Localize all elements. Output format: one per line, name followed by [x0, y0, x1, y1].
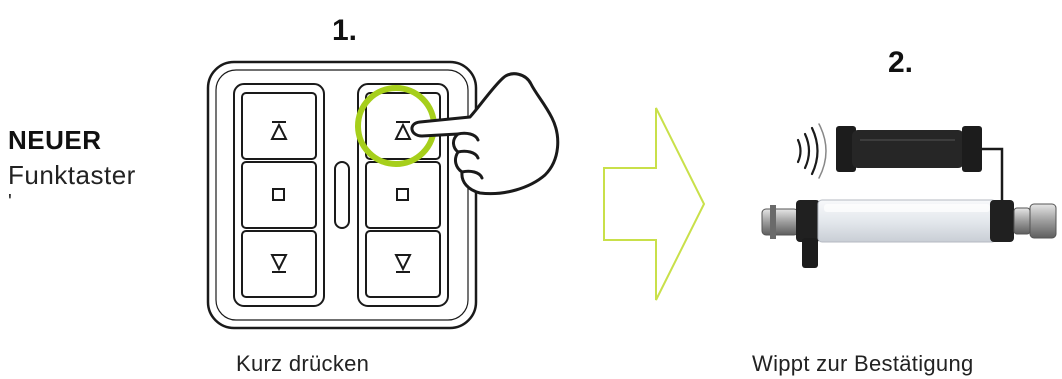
- up-triangle-icon: [394, 121, 412, 140]
- device-label: NEUER Funktaster ': [8, 122, 208, 212]
- stop-square-icon: [396, 188, 409, 201]
- caption-confirm-jog: Wippt zur Bestätigung: [752, 351, 974, 376]
- radio-signal-icon: [796, 123, 827, 179]
- right-stop-button[interactable]: [365, 161, 441, 229]
- device-label-name: Funktaster: [8, 160, 136, 190]
- caption-short-press: Kurz drücken: [236, 351, 370, 376]
- left-stop-button[interactable]: [241, 161, 317, 229]
- remote-control: [206, 60, 560, 330]
- receiver-plug-icon: [836, 126, 1004, 205]
- step-one-number: 1.: [332, 14, 358, 47]
- step-two-number: 2.: [888, 46, 914, 79]
- left-up-button[interactable]: [241, 92, 317, 160]
- stop-square-icon: [272, 188, 285, 201]
- right-down-button[interactable]: [365, 230, 441, 298]
- motor-tube-icon: [761, 199, 1057, 268]
- device-label-mark: ': [8, 191, 12, 213]
- down-triangle-icon: [394, 254, 412, 273]
- arrow-right-icon: [603, 107, 706, 301]
- left-down-button[interactable]: [241, 230, 317, 298]
- up-triangle-icon: [270, 121, 288, 140]
- down-triangle-icon: [270, 254, 288, 273]
- finger-press-icon: [410, 72, 560, 196]
- device-label-new: NEUER: [8, 125, 102, 155]
